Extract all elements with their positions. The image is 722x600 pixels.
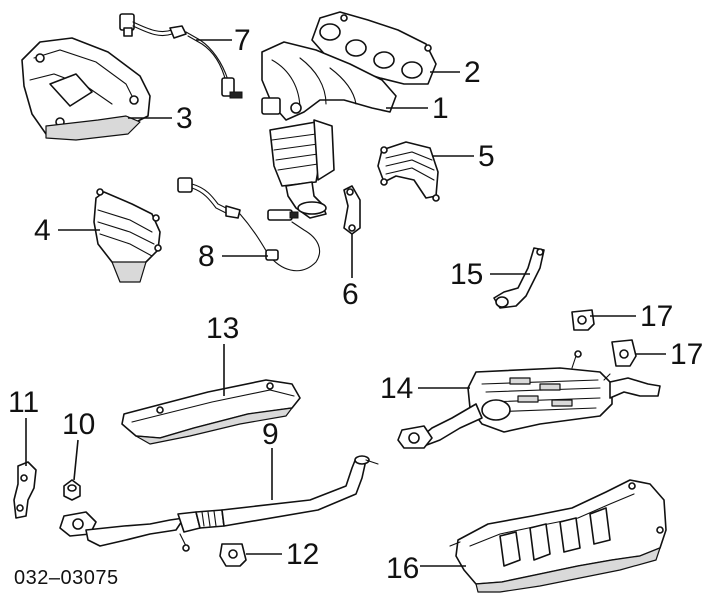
part-front-pipe <box>59 455 379 552</box>
part-manifold-gasket <box>311 11 437 85</box>
part-support-bracket <box>343 185 361 235</box>
part-oxygen-sensor-lower <box>177 177 321 272</box>
diagram-code: 032–03075 <box>14 567 119 589</box>
callout-3: 3 <box>176 102 193 135</box>
callout-10: 10 <box>62 408 95 441</box>
callout-7: 7 <box>234 24 251 57</box>
part-muffler-heat-shield <box>449 479 667 593</box>
part-exhaust-manifold <box>261 41 397 219</box>
callout-8: 8 <box>198 240 215 273</box>
callout-labels: 7 2 1 3 5 4 8 6 15 17 17 13 14 9 10 11 1… <box>8 24 703 585</box>
callout-15: 16 <box>386 552 419 585</box>
callout-1: 1 <box>432 92 449 125</box>
part-hanger-lower <box>611 339 637 367</box>
callout-14: 14 <box>380 372 413 405</box>
part-lower-hanger <box>219 543 247 567</box>
part-front-pipe-heat-shield <box>121 379 301 445</box>
part-stay-bracket <box>493 247 545 309</box>
callout-5: 5 <box>478 140 495 173</box>
part-muffler <box>397 350 661 449</box>
callout-6: 6 <box>342 278 359 311</box>
callout-11: 11 <box>8 386 39 419</box>
part-hanger-upper <box>571 309 595 331</box>
leader-lines <box>25 39 666 567</box>
part-oxygen-sensor-upper <box>119 13 243 99</box>
part-nut <box>63 479 81 501</box>
callout-16: 15 <box>450 258 483 291</box>
callout-4: 4 <box>34 214 51 247</box>
callout-12: 12 <box>286 538 319 571</box>
callout-9: 9 <box>262 418 279 451</box>
leader-10 <box>73 439 79 481</box>
part-converter-heat-shield-right <box>377 141 440 202</box>
callout-2: 2 <box>464 56 481 89</box>
callout-17-lower: 17 <box>670 338 703 371</box>
part-converter-heat-shield-left <box>93 188 162 283</box>
part-hanger-bracket <box>13 461 37 519</box>
part-manifold-heat-shield <box>21 37 151 141</box>
callout-17-upper: 17 <box>640 300 673 333</box>
callout-13: 13 <box>206 312 239 345</box>
